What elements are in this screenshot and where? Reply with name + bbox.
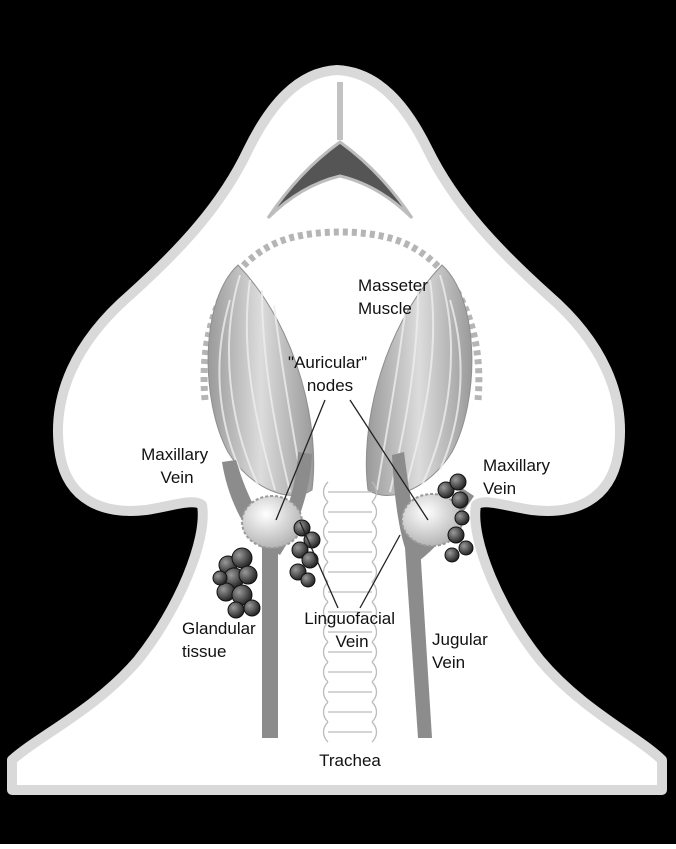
- auricular-line2: nodes: [307, 376, 353, 395]
- maxillary-right-line1: Maxillary: [483, 456, 551, 475]
- auricular-node-left: [242, 496, 302, 548]
- auricular-line1: "Auricular": [288, 353, 367, 372]
- glandular-line1: Glandular: [182, 619, 256, 638]
- jugular-line1: Jugular: [432, 630, 488, 649]
- masseter-line1: Masseter: [358, 276, 428, 295]
- maxillary-left-line1: Maxillary: [141, 445, 209, 464]
- maxillary-right-line2: Vein: [483, 479, 516, 498]
- jugular-line2: Vein: [432, 653, 465, 672]
- linguofacial-line1: Linguofacial: [304, 609, 395, 628]
- glandular-line2: tissue: [182, 642, 226, 661]
- linguofacial-line2: Vein: [335, 632, 368, 651]
- maxillary-left-line2: Vein: [160, 468, 193, 487]
- label-trachea: Trachea: [319, 751, 381, 770]
- masseter-line2: Muscle: [358, 299, 412, 318]
